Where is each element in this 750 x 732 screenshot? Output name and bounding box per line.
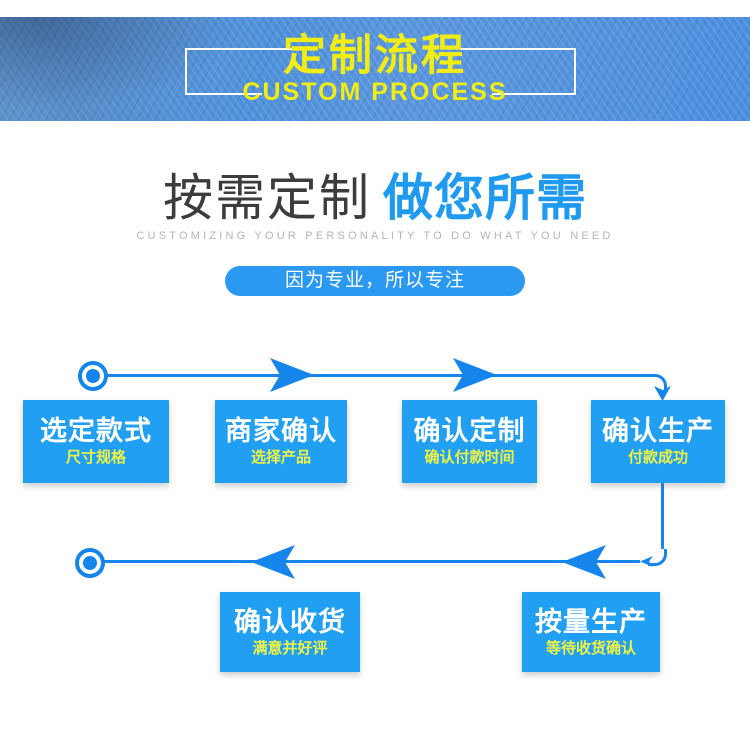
- step-subtitle: 付款成功: [627, 449, 688, 466]
- banner-frame-line: [185, 93, 262, 95]
- step-confirm-production: 确认生产 付款成功: [591, 400, 725, 483]
- step-title: 商家确认: [225, 416, 337, 446]
- step-subtitle: 选择产品: [250, 449, 311, 466]
- hero-title-dark: 按需定制: [163, 170, 371, 226]
- arrow-hook-left-icon: [640, 556, 653, 567]
- arrow-right-icon: [453, 358, 497, 392]
- step-title: 按量生产: [535, 606, 647, 637]
- step-title: 确认生产: [602, 416, 714, 446]
- step-subtitle: 满意并好评: [252, 639, 328, 657]
- step-confirm-receipt: 确认收货 满意并好评: [220, 592, 360, 672]
- step-confirm-custom: 确认定制 确认付款时间: [402, 400, 537, 483]
- banner-frame-line: [492, 93, 576, 95]
- step-merchant-confirm: 商家确认 选择产品: [215, 400, 347, 483]
- hero-title: 按需定制做您所需: [0, 170, 750, 226]
- step-select-style: 选定款式 尺寸规格: [23, 400, 169, 483]
- start-node-dot: [86, 369, 100, 383]
- banner-subtitle: CUSTOM PROCESS: [242, 78, 508, 106]
- end-node-icon: [75, 548, 105, 578]
- step-subtitle: 确认付款时间: [424, 449, 515, 466]
- banner: 定制流程 CUSTOM PROCESS: [0, 17, 750, 121]
- step-subtitle: 等待收货确认: [545, 639, 636, 657]
- banner-title: 定制流程: [283, 32, 467, 80]
- hero-title-blue: 做您所需: [383, 170, 587, 226]
- step-title: 确认定制: [413, 416, 526, 446]
- arrow-down-icon: [654, 386, 671, 401]
- flow-line-bottom: [104, 560, 640, 563]
- hero-tagline: CUSTOMIZING YOUR PERSONALITY TO DO WHAT …: [136, 230, 614, 242]
- banner-frame-line: [460, 48, 576, 50]
- flow-line-top: [107, 374, 648, 377]
- flow-corner-top-right: [648, 374, 667, 391]
- arrow-right-icon: [270, 358, 314, 392]
- flow-line-vertical: [661, 483, 664, 549]
- step-title: 确认收货: [234, 606, 346, 637]
- slogan-banner: 因为专业，所以专注: [225, 266, 525, 296]
- step-title: 选定款式: [40, 416, 152, 446]
- step-subtitle: 尺寸规格: [65, 449, 126, 466]
- step-batch-production: 按量生产 等待收货确认: [522, 592, 660, 672]
- flow-corner-bottom-right: [648, 549, 667, 566]
- end-node-dot: [83, 556, 97, 570]
- start-node-icon: [78, 361, 108, 391]
- banner-frame-line: [185, 48, 292, 50]
- banner-frame-line: [185, 48, 187, 95]
- arrow-left-icon: [251, 545, 295, 579]
- banner-frame-line: [574, 48, 576, 95]
- arrow-left-icon: [562, 545, 606, 579]
